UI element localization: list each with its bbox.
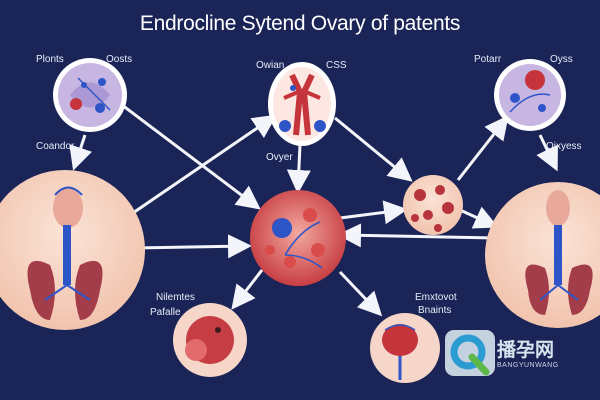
label-top-left-b: Oosts <box>106 54 133 65</box>
circle-top-left <box>53 58 127 132</box>
circle-bottom-right <box>370 313 440 383</box>
arrow-topright-to-rightorgan <box>536 134 558 172</box>
arrow-topleft-to-leftorgan <box>69 134 93 171</box>
connector-arrows <box>69 103 558 317</box>
label-bottom-right-b: Bnaints <box>418 305 452 316</box>
arrow-topleft-to-center <box>121 103 261 210</box>
arrow-center-to-bottomright <box>338 270 383 317</box>
label-top-left-a: Plonts <box>36 54 64 65</box>
label-top-right-b: Oyss <box>550 54 573 65</box>
watermark-logo-icon <box>445 330 495 376</box>
circle-bottom-left <box>173 303 247 377</box>
diagram-title: Endrocline Sytend Ovary of patents <box>139 12 461 35</box>
label-bottom-left-b: Pafalle <box>150 307 181 318</box>
arrow-center-to-bottomleft <box>231 269 264 310</box>
label-right-mid: Oixyess <box>546 141 582 152</box>
label-center: Ovyer <box>266 152 293 163</box>
arrow-leftorgan-up-to-topcenter <box>129 114 277 217</box>
label-top-right-a: Potarr <box>474 54 502 65</box>
circle-right-organ <box>485 182 600 328</box>
watermark-text: 播孕网 <box>497 339 555 361</box>
arrow-topcenter-to-smallcluster <box>334 116 413 182</box>
watermark-subtext: BANGYUNWANG <box>497 362 559 369</box>
arrow-topcenter-to-center <box>286 144 311 194</box>
label-bottom-left-a: Nilemtes <box>156 292 195 303</box>
arrow-center-to-smallcluster <box>339 200 408 225</box>
arrow-smallcluster-to-rightorgan <box>459 206 499 229</box>
arrow-rightorgan-to-center <box>337 223 496 248</box>
circle-top-right <box>494 59 566 131</box>
circle-left-organ <box>0 170 145 330</box>
label-top-center-b: CSS <box>326 60 347 71</box>
label-bottom-right-a: Emxtovot <box>415 292 457 303</box>
label-top-center-a: Owian <box>256 60 285 71</box>
arrow-leftorgan-to-center <box>134 234 252 259</box>
arrow-smallcluster-to-topright <box>456 115 509 181</box>
circle-center <box>250 190 346 286</box>
circle-top-center <box>268 62 336 146</box>
label-left-mid: Coandor <box>36 141 75 152</box>
circle-small-cluster <box>403 175 463 235</box>
